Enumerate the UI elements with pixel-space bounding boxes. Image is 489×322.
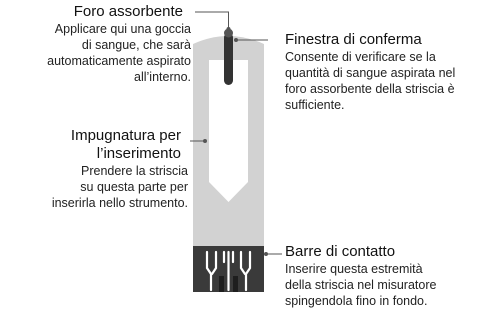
callout-foro-assorbente: Foro assorbente Applicare qui una goccia… [4, 3, 191, 85]
contact-traces [205, 250, 252, 292]
contact-pin-gaps [219, 276, 238, 292]
leader-dots [203, 27, 268, 256]
callout-description: Consente di verificare se la quantità di… [285, 50, 456, 112]
leader-lines [190, 11, 282, 255]
callout-barre-di-contatto: Barre di contatto Inserire questa estrem… [285, 243, 485, 309]
leader-foro [195, 11, 229, 28]
callout-impugnatura: Impugnatura per l’inserimento Prendere l… [2, 127, 188, 211]
absorbent-hole [224, 28, 233, 38]
callout-description: Inserire questa estremità della striscia… [285, 262, 437, 308]
callout-title: Foro assorbente [73, 3, 183, 20]
callout-description: Prendere la striscia su questa parte per… [51, 164, 188, 210]
callout-description: Applicare qui una goccia di sangue, che … [47, 22, 191, 84]
callout-title: Finestra di conferma [285, 31, 422, 48]
callout-finestra-di-conferma: Finestra di conferma Consente di verific… [285, 31, 485, 113]
callout-title: Impugnatura per l’inserimento [70, 127, 181, 162]
grip-area-highlight [209, 60, 248, 202]
callout-title: Barre di contatto [285, 243, 396, 260]
confirm-window [224, 33, 233, 85]
